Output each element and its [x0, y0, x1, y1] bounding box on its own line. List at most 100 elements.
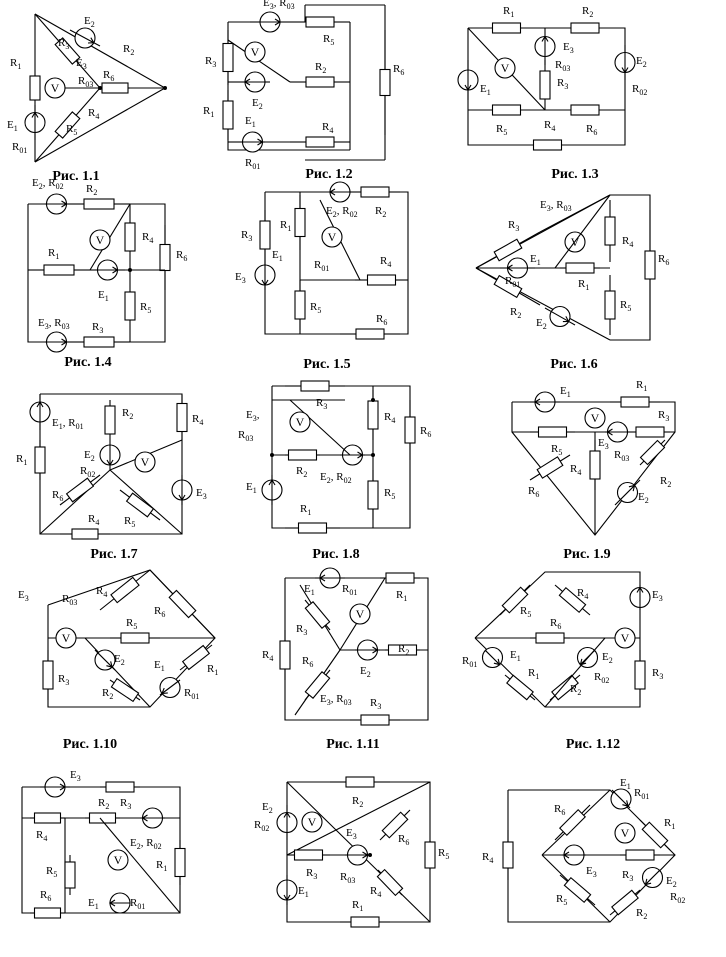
component-label: R6: [398, 833, 409, 847]
component-label: R2: [582, 5, 593, 19]
emf-arrowhead: [541, 35, 549, 42]
resistor: [174, 847, 186, 878]
wire: [135, 569, 151, 582]
component-label: R5: [551, 443, 562, 457]
component-label: E3: [563, 41, 574, 55]
component-label: E2: [360, 665, 371, 679]
resistor: [379, 68, 391, 97]
voltmeter: [614, 627, 636, 649]
component-label: E3: [598, 437, 609, 451]
resistor: [54, 37, 81, 65]
component-label: R5: [556, 893, 567, 907]
wire: [191, 613, 216, 639]
component-label: R5: [384, 487, 395, 501]
figure-caption: Рис. 1.7: [90, 547, 137, 562]
wire: [475, 255, 497, 269]
voltmeter: [244, 41, 266, 63]
resistor: [491, 22, 522, 34]
wire: [59, 497, 70, 506]
resistor: [345, 776, 375, 788]
component-label: E3: [70, 769, 81, 783]
resistor: [532, 139, 563, 151]
wire: [519, 231, 541, 245]
junction-node: [371, 398, 375, 402]
component-label: R2: [98, 797, 109, 811]
component-label: E2: [636, 55, 647, 69]
resistor: [125, 492, 155, 518]
resistor: [360, 186, 390, 198]
voltmeter: [134, 451, 156, 473]
emf-arrowhead: [268, 478, 276, 486]
emf-arrowhead: [533, 398, 541, 406]
wire: [94, 649, 99, 654]
wire: [499, 608, 507, 616]
emf-arrowhead: [628, 484, 636, 492]
component-label: R5: [620, 299, 631, 313]
component-label: R02: [80, 465, 95, 479]
component-label: R2: [660, 475, 671, 489]
component-label: R02: [254, 819, 269, 833]
component-label: E2: [638, 491, 649, 505]
component-label: R5: [438, 847, 449, 861]
emf-arrowhead: [61, 200, 68, 208]
component-label: R6: [103, 69, 114, 83]
component-label: R2: [123, 43, 134, 57]
resistor: [424, 841, 436, 869]
emf-arrowhead: [59, 783, 67, 791]
emf-arrowhead: [506, 264, 513, 272]
emf-arrow: [161, 681, 179, 694]
component-label: R3: [370, 697, 381, 711]
resistor: [64, 861, 76, 889]
figure-caption: Рис. 1.2: [305, 167, 352, 182]
wire: [554, 584, 563, 592]
component-label: E2: [666, 875, 677, 889]
component-label: R6: [176, 249, 187, 263]
component-label: R3: [622, 869, 633, 883]
resistor: [222, 42, 234, 73]
component-label: R5: [323, 33, 334, 47]
resistor: [120, 632, 150, 644]
emf-arrowhead: [622, 800, 629, 807]
emf-arrowhead: [178, 494, 186, 502]
component-label: R4: [192, 413, 203, 427]
figure-caption: Рис. 1.4: [64, 355, 111, 370]
component-label: E1: [245, 115, 256, 129]
voltmeter-symbol: V: [328, 230, 337, 244]
resistor: [501, 586, 529, 614]
junction-node: [98, 86, 102, 90]
resistor: [404, 416, 416, 444]
component-label: R4: [88, 107, 99, 121]
wire: [663, 843, 671, 851]
resistor: [42, 660, 54, 690]
component-label: R4: [544, 119, 555, 133]
component-label: R1: [664, 817, 675, 831]
component-label: R2: [636, 907, 647, 921]
component-label: E3,: [246, 409, 260, 423]
resistor: [293, 849, 324, 861]
resistor: [101, 82, 129, 94]
emf-arrowhead: [243, 78, 251, 86]
wire: [75, 60, 101, 89]
component-label: R03: [238, 429, 253, 443]
component-label: R1: [352, 899, 363, 913]
component-label: R3: [557, 77, 568, 91]
resistor: [604, 216, 616, 246]
component-label: E1: [304, 583, 315, 597]
component-label: R3: [652, 667, 663, 681]
resistor: [563, 876, 592, 904]
wire: [554, 194, 611, 269]
resistor: [287, 449, 318, 461]
emf-arrow: [97, 652, 113, 668]
wire: [639, 819, 647, 827]
component-label: R02: [594, 671, 609, 685]
resistor: [604, 290, 616, 320]
component-label: R6: [302, 655, 313, 669]
emf-arrowhead: [357, 451, 364, 459]
component-label: R1: [207, 663, 218, 677]
emf-arrowhead: [161, 687, 168, 695]
component-label: R6: [40, 889, 51, 903]
resistor: [297, 522, 328, 534]
wire: [507, 789, 676, 923]
figure-caption: Рис. 1.10: [63, 737, 117, 752]
emf-arrow: [613, 791, 629, 807]
